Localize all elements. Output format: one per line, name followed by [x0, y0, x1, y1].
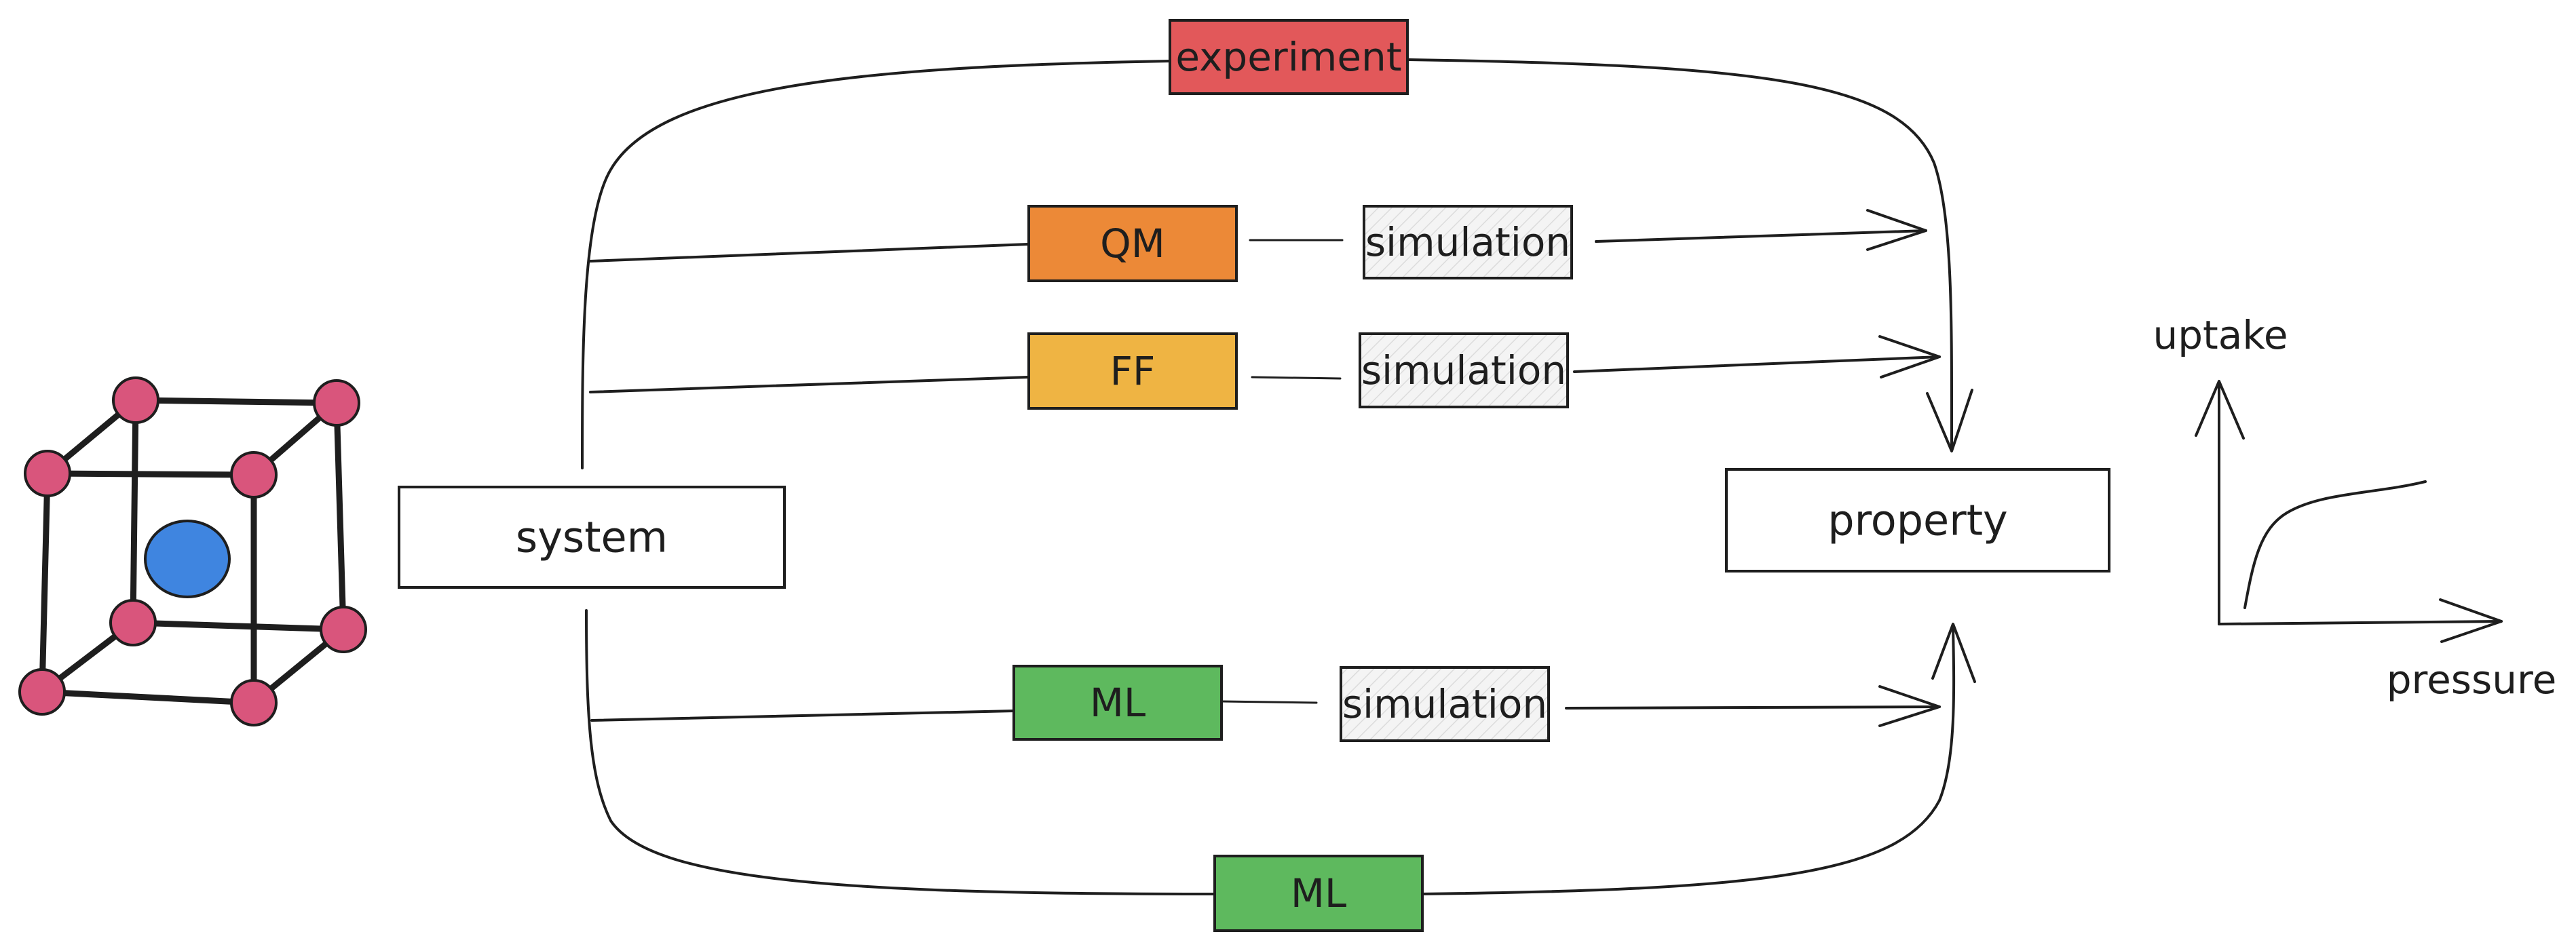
- ml-simulation-label: simulation: [1342, 681, 1547, 727]
- system-node: system: [398, 486, 786, 589]
- ff-label: FF: [1110, 348, 1156, 394]
- qm-arrow: [1595, 229, 1927, 243]
- plot-x-label: pressure: [2387, 657, 2557, 703]
- crystal-cell-icon: [18, 376, 367, 726]
- qm-method-node: QM: [1027, 205, 1238, 282]
- qm-branch-line: [589, 243, 1029, 263]
- ff-arrowhead: [1878, 335, 1941, 379]
- center-atom: [144, 520, 231, 598]
- ff-method-node: FF: [1027, 332, 1238, 410]
- corner-atom: [24, 450, 71, 497]
- experiment-path: [581, 60, 1172, 469]
- plot-y-label: uptake: [2153, 312, 2288, 358]
- system-label: system: [516, 513, 668, 562]
- ml-arrow: [1565, 705, 1941, 710]
- property-label: property: [1827, 496, 2007, 545]
- corner-atom: [18, 668, 66, 716]
- ml-trunk: [585, 609, 1216, 895]
- experiment-arrowhead: [1926, 389, 1973, 452]
- experiment-node: experiment: [1169, 19, 1409, 95]
- corner-atom: [313, 379, 360, 427]
- qm-label: QM: [1100, 220, 1165, 267]
- ff-simulation-node: simulation: [1359, 332, 1569, 408]
- property-node: property: [1725, 468, 2110, 572]
- ff-link: [1251, 376, 1342, 380]
- ff-simulation-label: simulation: [1361, 347, 1566, 393]
- qm-simulation-node: simulation: [1363, 205, 1573, 279]
- plot-curve: [2243, 480, 2427, 609]
- ml-link: [1220, 700, 1318, 704]
- ff-arrow: [1573, 355, 1941, 373]
- corner-atom: [112, 376, 159, 424]
- corner-atom: [320, 606, 367, 653]
- uptake-plot-icon: uptake pressure: [2153, 312, 2556, 703]
- qm-simulation-label: simulation: [1365, 219, 1570, 265]
- ml-simulation-node: simulation: [1340, 666, 1550, 742]
- qm-arrowhead: [1866, 209, 1927, 251]
- corner-atom: [230, 451, 278, 499]
- ml-label: ML: [1090, 680, 1145, 726]
- direct-ml-path-right: [1417, 626, 1956, 895]
- experiment-path-right: [1407, 58, 1954, 449]
- ml-arrowhead: [1878, 685, 1941, 727]
- corner-atom: [230, 679, 278, 726]
- experiment-label: experiment: [1175, 34, 1401, 80]
- ff-branch-line: [589, 376, 1029, 393]
- plot-x-axis: [2218, 620, 2503, 625]
- plot-x-arrowhead: [2439, 598, 2503, 643]
- direct-ml-label: ML: [1291, 870, 1346, 916]
- direct-ml-arrowhead: [1931, 623, 1976, 683]
- corner-atom: [109, 599, 157, 646]
- direct-ml-node: ML: [1213, 855, 1424, 932]
- connectors: [581, 58, 1976, 895]
- plot-y-arrowhead: [2195, 380, 2245, 440]
- ml-method-node: ML: [1012, 665, 1223, 741]
- ml-branch-line: [590, 710, 1016, 722]
